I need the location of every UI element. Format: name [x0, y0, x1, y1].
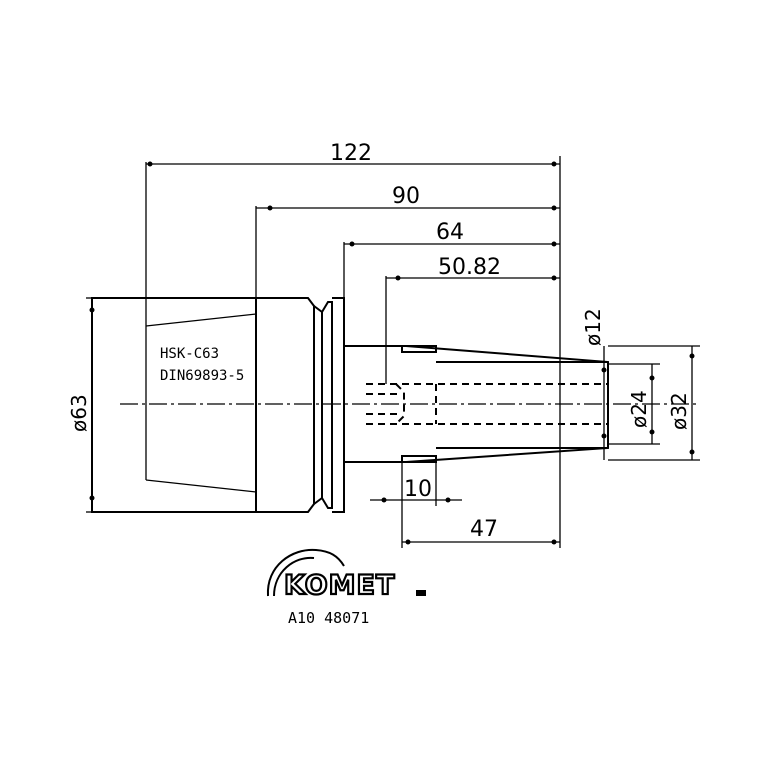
collet-bottom-edge — [401, 455, 437, 463]
logo-part-number: A10 48071 — [288, 609, 369, 627]
dim-length-90: 90 — [392, 184, 420, 209]
flange-collar — [256, 297, 315, 513]
dim-length-64: 64 — [436, 220, 464, 245]
body-label-line2: DIN69893-5 — [160, 368, 244, 384]
flange-groove — [313, 301, 333, 509]
dim-dia-32: ø32 — [667, 392, 691, 430]
body-label-line1: HSK-C63 — [160, 346, 219, 362]
flange-ring — [332, 297, 345, 513]
dim-dia-12: ø12 — [581, 308, 605, 346]
hsk-taper-edge-bottom — [145, 479, 257, 493]
hsk-body — [91, 297, 257, 513]
dim-length-5082: 50.82 — [438, 255, 501, 280]
hidden-lines — [366, 383, 608, 425]
dim-length-10: 10 — [404, 477, 432, 502]
part-outline — [91, 297, 609, 513]
dim-length-47: 47 — [470, 517, 498, 542]
komet-logo: KOMET — [266, 548, 426, 602]
dim-overall-length: 122 — [330, 141, 372, 166]
logo-brand: KOMET — [284, 570, 395, 601]
logo-arc-icon — [266, 548, 345, 597]
dim-dia-24: ø24 — [627, 390, 651, 428]
dim-dia-63: ø63 — [67, 394, 91, 432]
hsk-taper-edge-top — [145, 313, 257, 327]
dimension-lines — [89, 161, 695, 545]
extension-lines — [86, 156, 700, 548]
collet-top-edge — [401, 345, 437, 353]
